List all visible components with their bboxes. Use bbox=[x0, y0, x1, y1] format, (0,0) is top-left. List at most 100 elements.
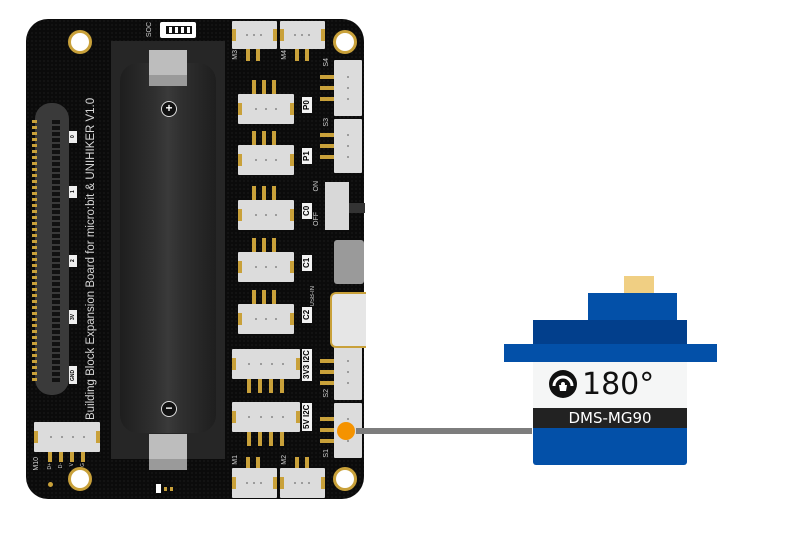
edge-contact bbox=[52, 366, 60, 370]
m10-pin-label: D- bbox=[58, 463, 64, 469]
port-m10[interactable] bbox=[34, 422, 100, 452]
edge-gold-pin bbox=[32, 216, 37, 219]
port-c1[interactable] bbox=[238, 252, 294, 282]
edge-gold-pin bbox=[32, 204, 37, 207]
edge-gold-pin bbox=[32, 138, 37, 141]
edge-label-2: 2 bbox=[69, 255, 77, 267]
header-pin bbox=[272, 186, 276, 200]
label-5v-i2c: 5V I2C bbox=[302, 403, 312, 431]
led-indicator bbox=[156, 484, 161, 493]
mounting-hole bbox=[68, 30, 92, 54]
edge-contact bbox=[52, 360, 60, 364]
edge-gold-pin bbox=[32, 288, 37, 291]
edge-contact bbox=[52, 324, 60, 328]
port-5v-i2c[interactable] bbox=[232, 402, 300, 432]
header-pin bbox=[262, 290, 266, 304]
mounting-hole bbox=[68, 467, 92, 491]
port-s3[interactable] bbox=[334, 119, 362, 173]
edge-contact bbox=[52, 126, 60, 130]
servo-mid bbox=[533, 320, 687, 344]
edge-gold-pin bbox=[32, 174, 37, 177]
edge-contact bbox=[52, 210, 60, 214]
reset-button[interactable] bbox=[334, 240, 364, 284]
edge-gold-pin bbox=[32, 318, 37, 321]
m10-pin-label: V bbox=[69, 463, 75, 467]
servo-mount-wing bbox=[504, 344, 717, 362]
servo-horn bbox=[624, 276, 654, 296]
edge-gold-pin bbox=[32, 354, 37, 357]
switch-on-label: ON bbox=[313, 181, 320, 192]
port-m2[interactable] bbox=[280, 468, 325, 498]
edge-contact bbox=[52, 156, 60, 160]
port-p0[interactable] bbox=[238, 94, 294, 124]
edge-contact bbox=[52, 144, 60, 148]
header-pin bbox=[272, 290, 276, 304]
edge-gold-pin bbox=[32, 126, 37, 129]
power-switch-knob[interactable] bbox=[349, 203, 365, 213]
edge-contact bbox=[52, 246, 60, 250]
power-switch[interactable] bbox=[325, 182, 349, 230]
edge-contact bbox=[52, 180, 60, 184]
led-pad bbox=[170, 487, 173, 491]
port-p1[interactable] bbox=[238, 145, 294, 175]
label-c2: C2 bbox=[302, 307, 312, 323]
edge-contact bbox=[52, 276, 60, 280]
edge-gold-pin bbox=[32, 120, 37, 123]
soc-label: SOC bbox=[146, 22, 153, 38]
edge-gold-pin bbox=[32, 210, 37, 213]
label-s3: S3 bbox=[323, 118, 330, 127]
edge-contact bbox=[52, 258, 60, 262]
usb-c-port[interactable] bbox=[330, 292, 366, 348]
edge-gold-pin bbox=[32, 186, 37, 189]
edge-contact bbox=[52, 342, 60, 346]
battery-minus-icon: − bbox=[161, 401, 177, 417]
mounting-hole bbox=[333, 30, 357, 54]
port-m3[interactable] bbox=[232, 21, 277, 49]
port-m1[interactable] bbox=[232, 468, 277, 498]
battery-plus-icon: + bbox=[161, 101, 177, 117]
port-c2[interactable] bbox=[238, 304, 294, 334]
edge-gold-pin bbox=[32, 324, 37, 327]
edge-gold-pin bbox=[32, 360, 37, 363]
edge-contact bbox=[52, 300, 60, 304]
edge-contact bbox=[52, 252, 60, 256]
edge-gold-pin bbox=[32, 258, 37, 261]
edge-contact bbox=[52, 132, 60, 136]
edge-contact bbox=[52, 186, 60, 190]
fiducial bbox=[48, 482, 53, 487]
label-3v3-i2c: 3V3 I2C bbox=[302, 349, 312, 381]
header-pin bbox=[262, 238, 266, 252]
header-pin bbox=[252, 131, 256, 145]
edge-gold-pin bbox=[32, 252, 37, 255]
edge-label-3v: 3V bbox=[69, 310, 77, 324]
edge-gold-pin bbox=[32, 180, 37, 183]
edge-gold-pin bbox=[32, 276, 37, 279]
battery-clip-top bbox=[149, 50, 187, 86]
port-3v3-i2c[interactable] bbox=[232, 349, 300, 379]
edge-gold-pin bbox=[32, 168, 37, 171]
edge-gold-pin bbox=[32, 336, 37, 339]
edge-contact bbox=[52, 198, 60, 202]
edge-gold-pin bbox=[32, 300, 37, 303]
header-pin bbox=[272, 131, 276, 145]
edge-gold-pin bbox=[32, 198, 37, 201]
port-s4[interactable] bbox=[334, 60, 362, 116]
label-p1: P1 bbox=[302, 148, 312, 164]
servo-model-label: DMS-MG90 bbox=[533, 408, 687, 428]
header-pin bbox=[252, 80, 256, 94]
signal-pin-indicator[interactable] bbox=[337, 422, 355, 440]
port-m4[interactable] bbox=[280, 21, 325, 49]
edge-contact bbox=[52, 312, 60, 316]
edge-gold-pin bbox=[32, 246, 37, 249]
header-pin bbox=[262, 80, 266, 94]
edge-contact bbox=[52, 162, 60, 166]
edge-contact bbox=[52, 240, 60, 244]
led-pad bbox=[164, 487, 167, 491]
edge-contact bbox=[52, 174, 60, 178]
board-title: Building Block Expansion Board for micro… bbox=[85, 97, 97, 420]
port-c0[interactable] bbox=[238, 200, 294, 230]
edge-contact bbox=[52, 288, 60, 292]
header-pin bbox=[262, 131, 266, 145]
edge-label-0: 0 bbox=[69, 131, 77, 143]
port-s2[interactable] bbox=[334, 345, 362, 400]
